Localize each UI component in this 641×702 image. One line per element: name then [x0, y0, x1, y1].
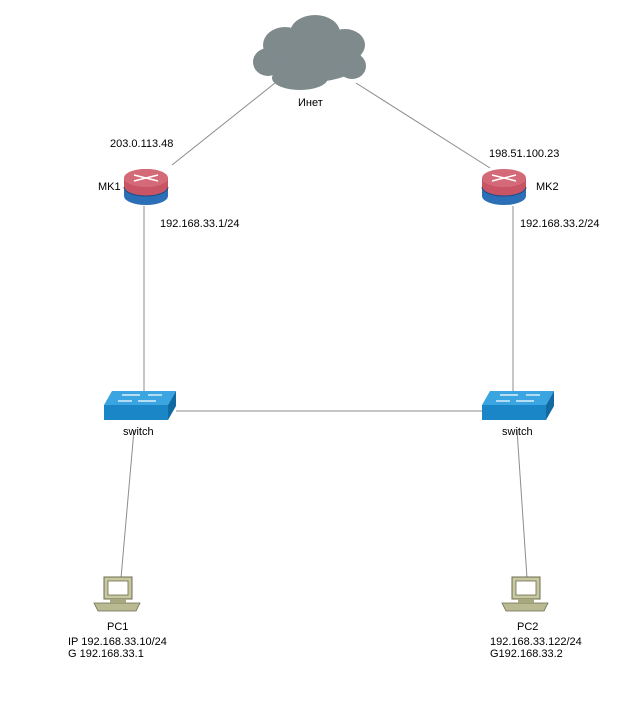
links: [120, 82, 528, 579]
pc2-icon: [501, 576, 549, 612]
pc1-icon: [93, 576, 141, 612]
pc1-name: PC1: [107, 621, 129, 633]
router-mk1-icon: [123, 169, 169, 205]
mk2-wan-ip: 198.51.100.23: [489, 148, 560, 160]
link-sw1-pc1: [120, 429, 135, 579]
mk2-lan-ip: 192.168.33.2/24: [520, 218, 600, 230]
mk1-wan-ip: 203.0.113.48: [110, 138, 174, 150]
mk1-lan-ip: 192.168.33.1/24: [160, 218, 240, 230]
cloud-label: Инет: [298, 97, 323, 109]
link-sw2-pc2: [516, 429, 528, 579]
switch-2-icon: [482, 391, 554, 420]
mk2-name: MK2: [536, 181, 559, 193]
pc2-name: PC2: [517, 621, 539, 633]
pc1-gateway: G 192.168.33.1: [68, 648, 144, 660]
pc2-ip: 192.168.33.122/24: [490, 636, 582, 648]
switch-2-label: switch: [502, 426, 533, 438]
pc1-ip: IP 192.168.33.10/24: [68, 636, 167, 648]
router-mk2-icon: [481, 169, 527, 205]
mk1-name: MK1: [98, 181, 121, 193]
cloud-icon: [253, 15, 366, 90]
switch-1-icon: [104, 391, 176, 420]
link-cloud-mk2: [355, 82, 491, 169]
switch-1-label: switch: [123, 426, 154, 438]
pc2-gateway: G192.168.33.2: [490, 648, 563, 660]
link-cloud-mk1: [171, 82, 276, 166]
